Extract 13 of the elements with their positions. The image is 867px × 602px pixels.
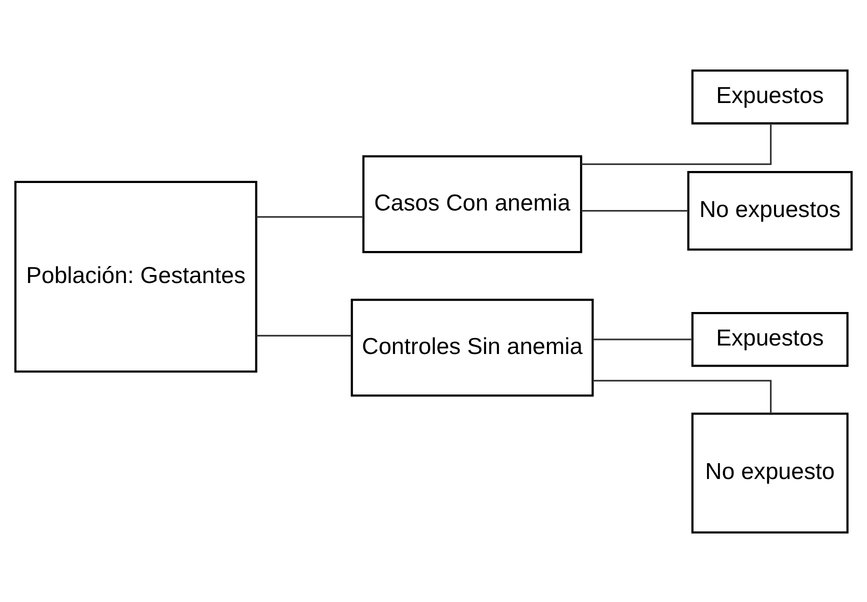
node-box: Población: Gestantes — [14, 180, 258, 372]
connector — [581, 123, 772, 165]
node-box: Controles Sin anemia — [350, 298, 594, 396]
connector — [581, 209, 688, 212]
connector — [592, 338, 692, 340]
node-box: Casos Con anemia — [362, 154, 582, 253]
node-box: Expuestos — [691, 311, 849, 366]
connector — [592, 379, 772, 413]
node-box: No expuestos — [687, 170, 853, 250]
node-box: No expuesto — [691, 412, 849, 533]
connector — [256, 216, 364, 218]
node-box: Expuestos — [691, 69, 849, 124]
connector — [256, 334, 352, 336]
